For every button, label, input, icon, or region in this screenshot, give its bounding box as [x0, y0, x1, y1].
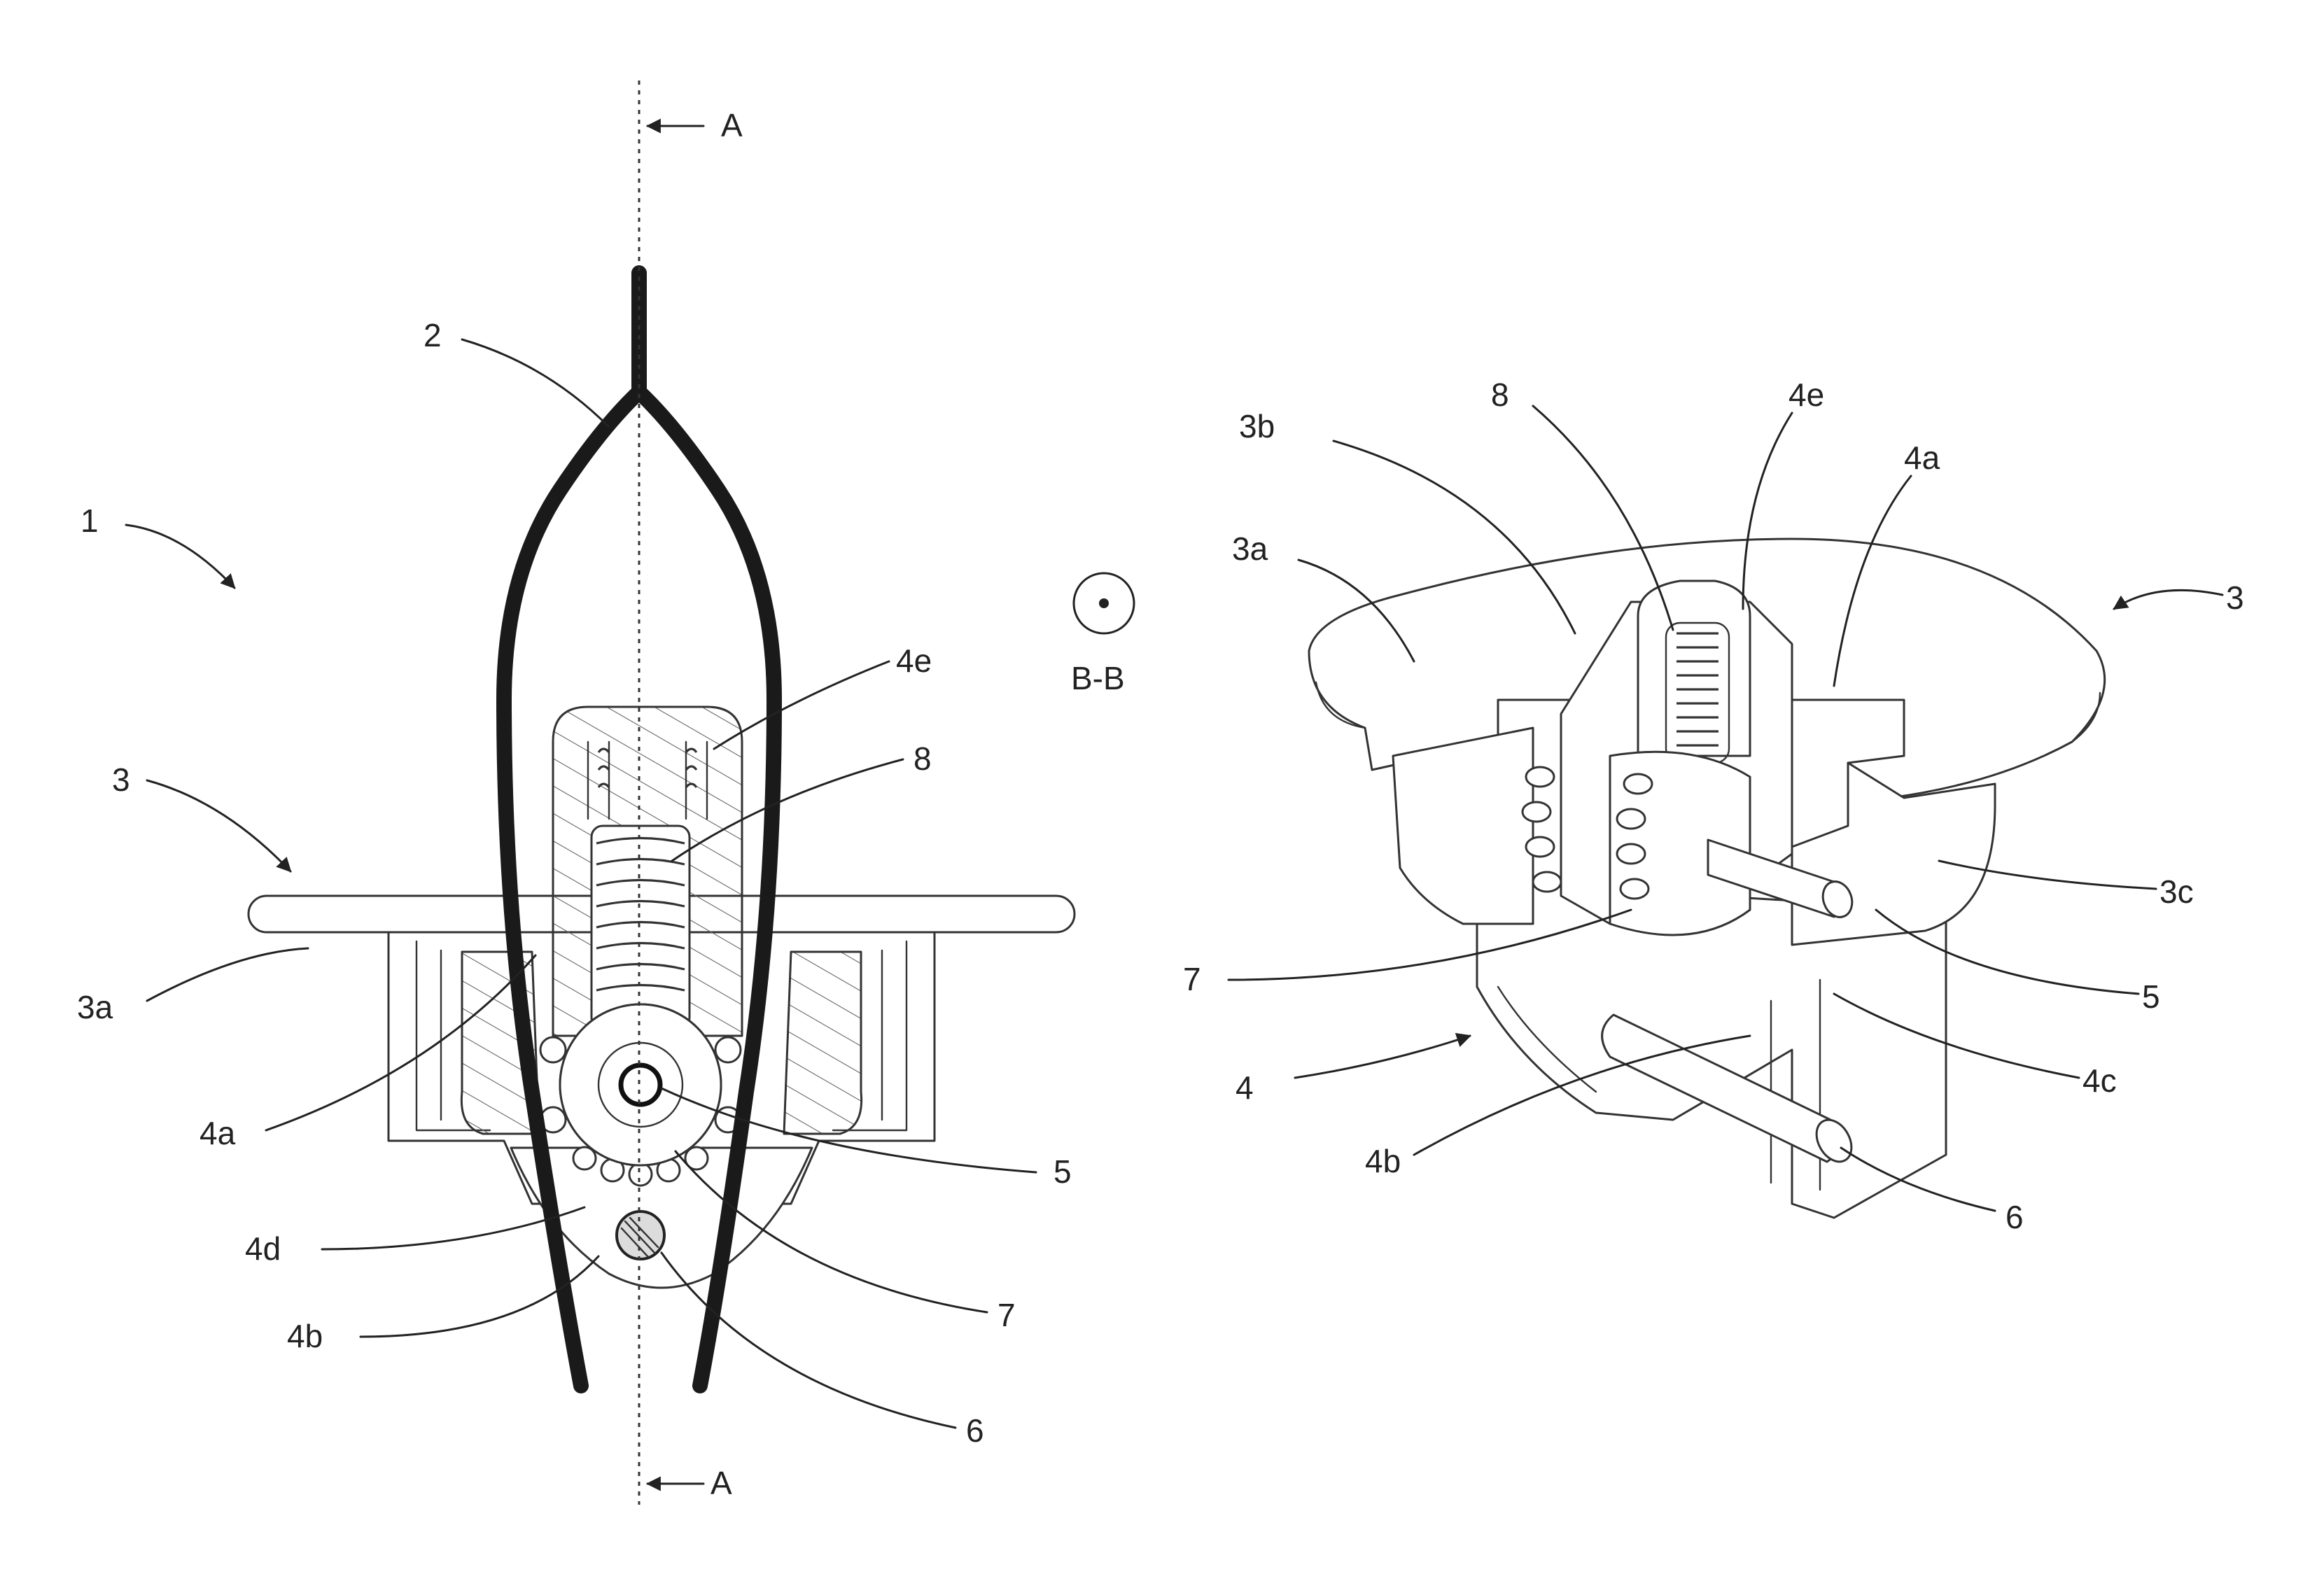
label-4a: 4a [200, 1115, 236, 1151]
label-2: 2 [424, 317, 442, 353]
label-8-fig2: 8 [1491, 377, 1509, 413]
label-6: 6 [966, 1412, 984, 1449]
label-4c-fig2: 4c [2082, 1062, 2117, 1099]
figure-1-section-view: 1 2 3 3a 4a 4d 4b 4e 8 5 7 6 A A B-B [77, 80, 1134, 1505]
label-3a: 3a [77, 989, 113, 1025]
label-3b-fig2: 3b [1239, 408, 1275, 444]
label-4b-fig2: 4b [1365, 1143, 1401, 1179]
label-4e: 4e [896, 642, 932, 679]
label-4b: 4b [287, 1318, 323, 1354]
label-5-fig2: 5 [2142, 978, 2160, 1015]
label-1: 1 [80, 503, 99, 539]
pin-6 [617, 1211, 664, 1259]
label-4d: 4d [245, 1230, 281, 1267]
label-view-b-b: B-B [1071, 660, 1125, 696]
label-3-fig2: 3 [2226, 579, 2244, 616]
label-3a-fig2: 3a [1232, 530, 1268, 567]
spring-cavity [592, 826, 690, 1029]
label-7: 7 [997, 1297, 1016, 1333]
label-4a-fig2: 4a [1904, 440, 1940, 476]
label-section-bottom: A [710, 1465, 732, 1501]
label-4-fig2: 4 [1236, 1069, 1254, 1106]
figure-2-perspective-view: 3 3b 3a 8 4e 4a 3c 7 5 4 4c 4b 6 [1183, 377, 2244, 1235]
shaft-5 [621, 1065, 660, 1104]
label-3: 3 [112, 761, 130, 798]
wall-left [1393, 728, 1533, 924]
wall-3c [1792, 763, 1995, 945]
housing-4a-right [784, 952, 862, 1134]
label-3c-fig2: 3c [2160, 873, 2194, 910]
label-section-top: A [721, 107, 743, 143]
label-7-fig2: 7 [1183, 961, 1201, 997]
label-5: 5 [1054, 1153, 1072, 1190]
view-marker-b-b [1074, 573, 1134, 633]
label-8: 8 [913, 740, 932, 777]
label-4e-fig2: 4e [1788, 377, 1824, 413]
label-6-fig2: 6 [2005, 1199, 2024, 1235]
